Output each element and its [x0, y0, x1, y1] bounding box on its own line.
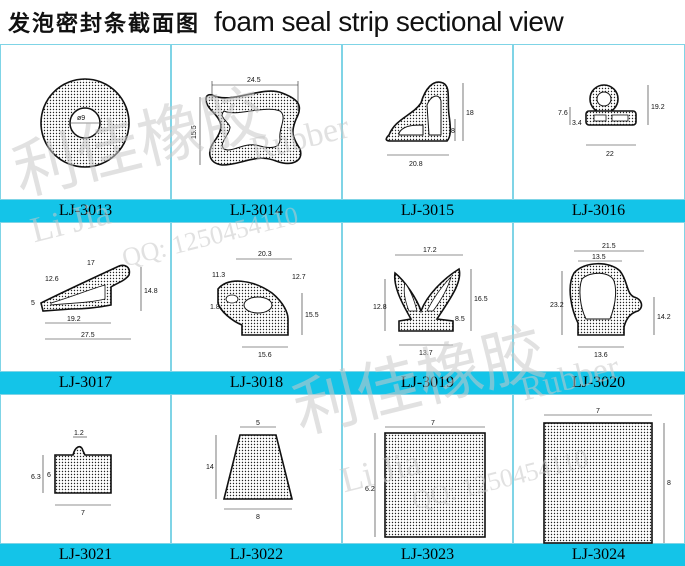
dim-3021-d: 7 [81, 510, 85, 517]
dim-3015-c: 20.8 [409, 161, 423, 168]
dim-3015-a: 18 [466, 110, 474, 117]
dim-3017-b: 17 [87, 260, 95, 267]
section-drawing-3018: 20.3 11.3 12.7 15.5 1.8 15.6 [210, 251, 319, 359]
product-cell-3023: 7 6.2 [342, 394, 513, 544]
dim-3019-c: 16.5 [474, 296, 488, 303]
section-drawing-3014: 24.5 15.5 [191, 77, 302, 166]
product-cell-3019: 17.2 12.8 16.5 8.5 13.7 [342, 222, 513, 372]
label-band-row1 [0, 200, 685, 222]
product-code-3021: LJ-3021 [58, 546, 113, 563]
dim-3017-d: 5 [31, 300, 35, 307]
product-cell-3018: 20.3 11.3 12.7 15.5 1.8 15.6 [171, 222, 342, 372]
dim-3021-a: 1.2 [74, 430, 84, 437]
dim-3018-a: 20.3 [258, 251, 272, 258]
dim-3018-b: 11.3 [212, 272, 225, 279]
dim-3016-c: 19.2 [651, 104, 665, 111]
product-code-3016: LJ-3016 [571, 202, 626, 219]
product-cell-3021: 1.2 6.3 6 7 [0, 394, 171, 544]
dim-3018-d: 15.5 [305, 312, 319, 319]
section-drawing-3024: 7 8 [543, 408, 671, 544]
section-drawing-3022: 5 14 8 [206, 420, 294, 521]
product-cell-3024: 7 8 [513, 394, 685, 544]
title-chinese: 发泡密封条截面图 [8, 12, 201, 37]
product-code-3014: LJ-3014 [229, 202, 284, 219]
product-code-3019: LJ-3019 [400, 374, 455, 391]
dim-3016-d: 22 [606, 151, 614, 158]
product-code-3022: LJ-3022 [229, 546, 284, 563]
dim-3018-e: 1.8 [210, 304, 220, 311]
product-cell-3014: 24.5 15.5 [171, 44, 342, 200]
section-drawing-3021: 1.2 6.3 6 7 [31, 430, 112, 517]
dim-3017-a: 12.6 [45, 276, 59, 283]
product-cell-3022: 5 14 8 [171, 394, 342, 544]
page-header: 发泡密封条截面图 foam seal strip sectional view [0, 0, 685, 44]
dim-3020-c: 23.2 [550, 302, 564, 309]
catalog-grid: ø9 24.5 15.5 18 8 20.8 [0, 44, 685, 566]
dim-3014-a: 24.5 [247, 77, 261, 84]
product-code-3017: LJ-3017 [58, 374, 113, 391]
dim-3019-e: 13.7 [419, 350, 433, 357]
product-cell-3020: 21.5 13.5 23.2 14.2 13.6 [513, 222, 685, 372]
section-drawing-3019: 17.2 12.8 16.5 8.5 13.7 [373, 247, 488, 357]
label-band-row2 [0, 372, 685, 394]
dim-3020-b: 13.5 [592, 254, 606, 261]
dim-3021-b: 6.3 [31, 474, 41, 481]
section-drawing-3020: 21.5 13.5 23.2 14.2 13.6 [550, 243, 671, 359]
dim-3018-f: 15.6 [258, 352, 272, 359]
product-code-3023: LJ-3023 [400, 546, 455, 563]
dim-3024-b: 8 [667, 480, 671, 487]
product-cell-3015: 18 8 20.8 [342, 44, 513, 200]
section-drawing-3017: 19.2 27.5 14.8 12.6 17 5 [31, 260, 158, 340]
label-band-row3 [0, 544, 685, 566]
dim-3017-c: 14.8 [144, 288, 158, 295]
dim-3019-b: 12.8 [373, 304, 387, 311]
product-code-3024: LJ-3024 [571, 546, 626, 563]
section-drawing-3013: ø9 [40, 78, 130, 168]
section-drawing-3023: 7 6.2 [365, 420, 486, 538]
dim-3022-b: 14 [206, 464, 214, 471]
dim-3024-a: 7 [596, 408, 600, 415]
product-code-3020: LJ-3020 [571, 374, 626, 391]
product-code-3013: LJ-3013 [58, 202, 113, 219]
dim-3019-a: 17.2 [423, 247, 437, 254]
product-cell-3013: ø9 [0, 44, 171, 200]
dim-3022-c: 8 [256, 514, 260, 521]
dim-3015-b: 8 [451, 128, 455, 135]
product-code-3018: LJ-3018 [229, 374, 284, 391]
dim-3016-a: 7.6 [558, 110, 568, 117]
section-drawing-3016: 19.2 7.6 3.4 22 [558, 84, 665, 158]
dim-3013-a: ø9 [77, 115, 85, 122]
dim-3020-e: 13.6 [594, 352, 608, 359]
dim-3016-b: 3.4 [572, 120, 582, 127]
section-drawing-3015: 18 8 20.8 [385, 81, 474, 168]
dim-3018-c: 12.7 [292, 274, 306, 281]
dim-3020-d: 14.2 [657, 314, 671, 321]
title-english: foam seal strip sectional view [214, 6, 564, 37]
dim-3017-f: 27.5 [81, 332, 95, 339]
product-code-3015: LJ-3015 [400, 202, 455, 219]
dim-3020-a: 21.5 [602, 243, 616, 250]
product-cell-3017: 19.2 27.5 14.8 12.6 17 5 [0, 222, 171, 372]
dim-3019-d: 8.5 [455, 316, 465, 323]
product-cell-3016: 19.2 7.6 3.4 22 [513, 44, 685, 200]
dim-3014-b: 15.5 [191, 125, 198, 139]
dim-3021-c: 6 [47, 472, 51, 479]
dim-3023-b: 6.2 [365, 486, 375, 493]
dim-3017-e: 19.2 [67, 316, 81, 323]
dim-3023-a: 7 [431, 420, 435, 427]
dim-3022-a: 5 [256, 420, 260, 427]
